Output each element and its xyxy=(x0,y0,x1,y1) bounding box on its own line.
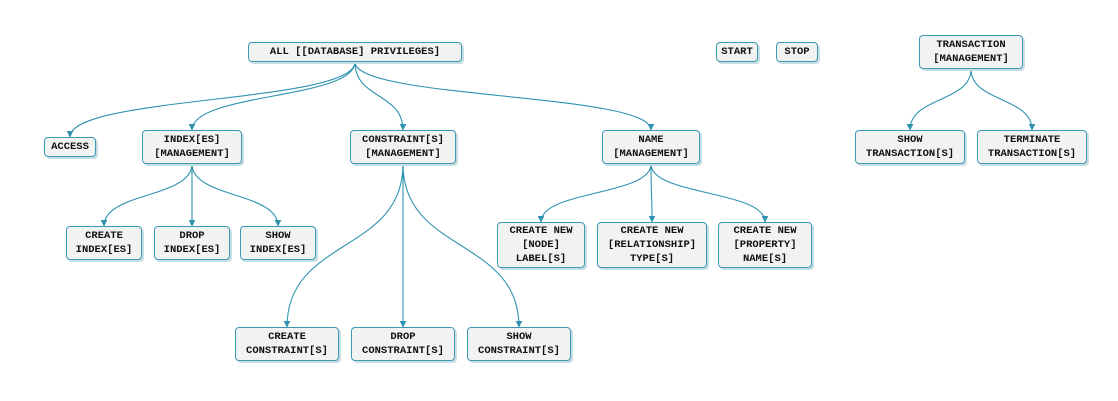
edge-constraint_management-to-show_constraint xyxy=(402,163,523,328)
node-create-index: CREATE INDEX[ES] xyxy=(66,226,142,260)
edge-index_management-to-create_index xyxy=(100,163,193,227)
node-drop-index: DROP INDEX[ES] xyxy=(154,226,230,260)
edge-all_db_privileges-to-access xyxy=(66,61,356,138)
node-name-management: NAME [MANAGEMENT] xyxy=(602,130,700,164)
edge-name_management-to-create_new_name xyxy=(650,163,769,223)
edge-name_management-to-create_new_type xyxy=(648,163,656,223)
node-create-new-name: CREATE NEW [PROPERTY] NAME[S] xyxy=(718,222,812,268)
node-start: START xyxy=(716,42,758,62)
node-show-constraint: SHOW CONSTRAINT[S] xyxy=(467,327,571,361)
node-stop: STOP xyxy=(776,42,818,62)
edge-transaction_management-to-show_transaction xyxy=(906,68,972,131)
node-constraint-management: CONSTRAINT[S] [MANAGEMENT] xyxy=(350,130,456,164)
node-show-index: SHOW INDEX[ES] xyxy=(240,226,316,260)
node-create-new-label: CREATE NEW [NODE] LABEL[S] xyxy=(497,222,585,268)
edge-all_db_privileges-to-index_management xyxy=(188,61,356,131)
node-show-transaction: SHOW TRANSACTION[S] xyxy=(855,130,965,164)
node-transaction-management: TRANSACTION [MANAGEMENT] xyxy=(919,35,1023,69)
edge-transaction_management-to-terminate_transaction xyxy=(970,68,1036,131)
node-drop-constraint: DROP CONSTRAINT[S] xyxy=(351,327,455,361)
node-index-management: INDEX[ES] [MANAGEMENT] xyxy=(142,130,242,164)
node-create-new-type: CREATE NEW [RELATIONSHIP] TYPE[S] xyxy=(597,222,707,268)
node-access: ACCESS xyxy=(44,137,96,157)
edge-all_db_privileges-to-constraint_management xyxy=(354,61,407,131)
edge-constraint_management-to-create_constraint xyxy=(283,163,404,328)
node-all-database-privileges: ALL [[DATABASE] PRIVILEGES] xyxy=(248,42,462,62)
edge-all_db_privileges-to-name_management xyxy=(354,61,655,131)
node-terminate-transaction: TERMINATE TRANSACTION[S] xyxy=(977,130,1087,164)
edge-index_management-to-show_index xyxy=(191,163,282,227)
node-create-constraint: CREATE CONSTRAINT[S] xyxy=(235,327,339,361)
edge-name_management-to-create_new_label xyxy=(537,163,652,223)
